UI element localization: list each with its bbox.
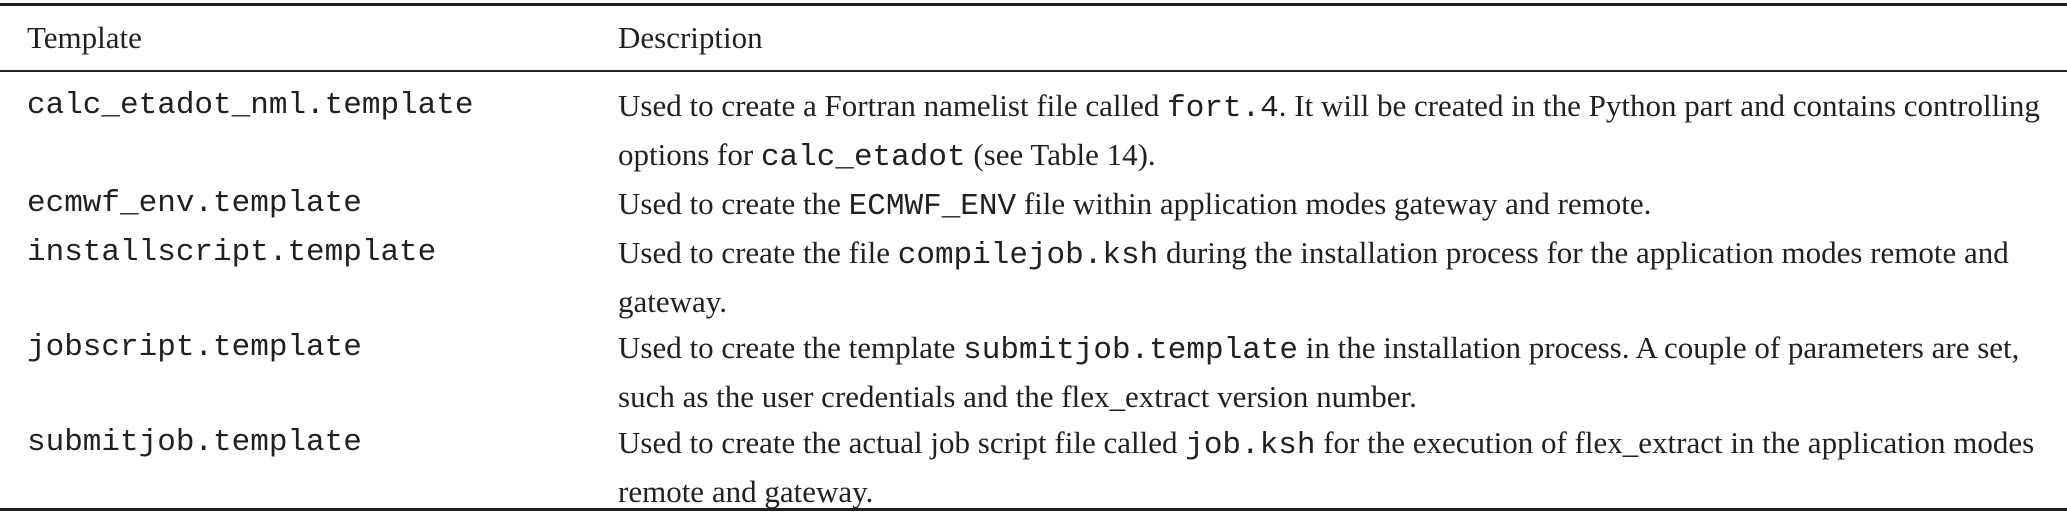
description-cell: Used to create the file compilejob.ksh d… [618,230,2043,325]
table-body: calc_etadot_nml.template Used to create … [0,83,2067,515]
description-text: Used to create the [618,186,849,221]
table-row: submitjob.template Used to create the ac… [0,420,2067,515]
code-term: submitjob.template [963,333,1299,368]
description-text: in the installation process. A couple of… [618,330,2020,414]
description-cell: Used to create the ECMWF_ENV file within… [618,181,2043,230]
template-cell: submitjob.template [27,425,362,460]
code-term: job.ksh [1185,428,1316,463]
description-text: (see Table 14). [965,137,1156,172]
top-rule [0,3,2067,6]
header-description: Description [618,20,763,55]
description-text: during the installation process for the … [618,235,2009,319]
description-text: Used to create the template [618,330,964,365]
description-text: for the execution of flex_extract in the… [618,425,2035,509]
template-cell: ecmwf_env.template [27,186,362,221]
bottom-rule [0,508,2067,511]
table-row: installscript.template Used to create th… [0,230,2067,325]
description-text: . It will be created in the Python part … [618,88,2040,172]
table-row: ecmwf_env.template Used to create the EC… [0,181,2067,230]
template-cell: calc_etadot_nml.template [27,88,474,123]
header-rule [0,70,2067,72]
description-text: Used to create a Fortran namelist file c… [618,88,1168,123]
code-term: fort.4 [1167,91,1279,126]
table-row: calc_etadot_nml.template Used to create … [0,83,2067,181]
code-term: compilejob.ksh [897,238,1159,273]
table-row: jobscript.template Used to create the te… [0,325,2067,420]
description-cell: Used to create the actual job script fil… [618,420,2043,515]
description-text: Used to create the actual job script fil… [618,425,1186,460]
template-cell: installscript.template [27,235,437,270]
header-template: Template [27,20,142,55]
table-header: Template Description [0,6,2067,70]
description-cell: Used to create the template submitjob.te… [618,325,2043,420]
code-term: ECMWF_ENV [848,189,1017,224]
template-cell: jobscript.template [27,330,362,365]
description-text: file within application modes gateway an… [1016,186,1652,221]
description-cell: Used to create a Fortran namelist file c… [618,83,2043,181]
description-text: Used to create the file [618,235,898,270]
code-term: calc_etadot [760,140,966,175]
